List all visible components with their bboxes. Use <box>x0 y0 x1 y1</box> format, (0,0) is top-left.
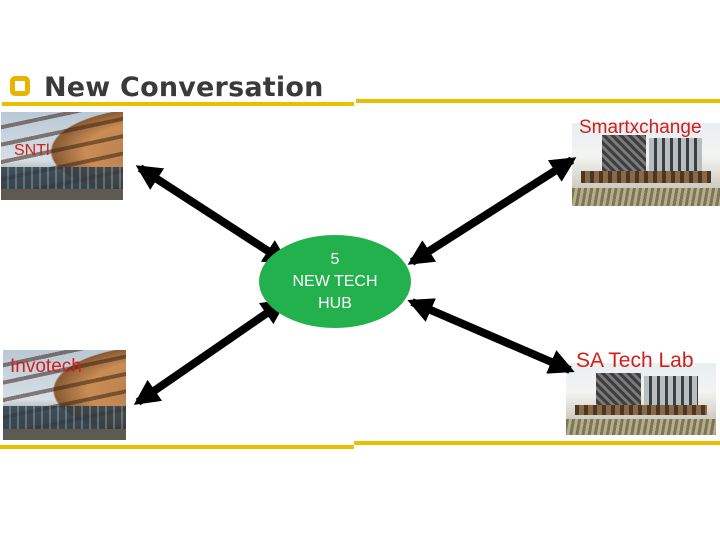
header-rule-left <box>2 102 354 106</box>
node-label-smartxchange: Smartxchange <box>579 117 702 138</box>
tech-hub-circle: 5 NEW TECH HUB <box>259 235 411 328</box>
smartxchange-building-image <box>572 123 720 206</box>
sa-tech-lab-building-image <box>566 363 716 435</box>
invotech-building-image <box>3 350 126 440</box>
footer-rule-left <box>0 445 354 449</box>
node-label-sntl: SNTl <box>14 142 50 159</box>
hub-line-2: NEW TECH <box>292 272 378 290</box>
header-rule-right <box>356 99 720 103</box>
node-label-invotech: Invotech <box>10 356 82 377</box>
slide-title: New Conversation <box>44 72 324 103</box>
arrow-hub-to-sa-tech-lab <box>407 298 575 374</box>
hub-count: 5 <box>330 250 340 268</box>
footer-rule-right <box>354 441 720 445</box>
node-label-sa-tech-lab: SA Tech Lab <box>576 349 694 372</box>
arrow-hub-to-invotech <box>133 298 288 406</box>
hub-line-3: HUB <box>318 294 352 312</box>
sntl-building-image <box>1 112 123 200</box>
arrow-hub-to-smartxchange <box>407 156 577 266</box>
arrow-hub-to-sntl <box>135 164 290 266</box>
title-bullet-icon <box>10 76 30 96</box>
